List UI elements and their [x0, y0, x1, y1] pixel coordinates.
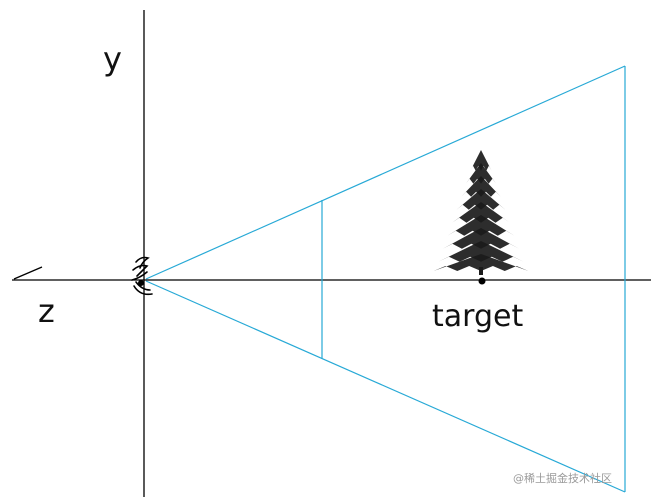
tree-foliage-tier [433, 254, 529, 271]
target-label: target [432, 299, 523, 334]
tree-trunk [479, 267, 483, 275]
tree-foliage-tier [456, 189, 506, 210]
tree-foliage-tier [447, 215, 515, 236]
frustum-bottom-edge [145, 280, 626, 493]
watermark-text: @稀土掘金技术社区 [513, 471, 612, 485]
tree-foliage-tier [438, 241, 524, 262]
frustum-top-edge [145, 65, 626, 280]
axes [12, 10, 651, 497]
tree-foliage-tier [442, 228, 520, 249]
y-axis-label: y [103, 40, 122, 78]
eye-icon [131, 256, 153, 296]
z-axis-label: z [38, 292, 55, 330]
axis-diagonal-tick [13, 266, 43, 280]
target-dot-icon [478, 277, 486, 285]
tree-icon [433, 150, 529, 275]
tree-foliage-tier [461, 176, 501, 197]
tree-foliage-tier [465, 163, 497, 184]
tree-foliage-tier [452, 202, 510, 223]
view-frustum [145, 65, 626, 493]
tree-foliage-tier [470, 150, 492, 171]
